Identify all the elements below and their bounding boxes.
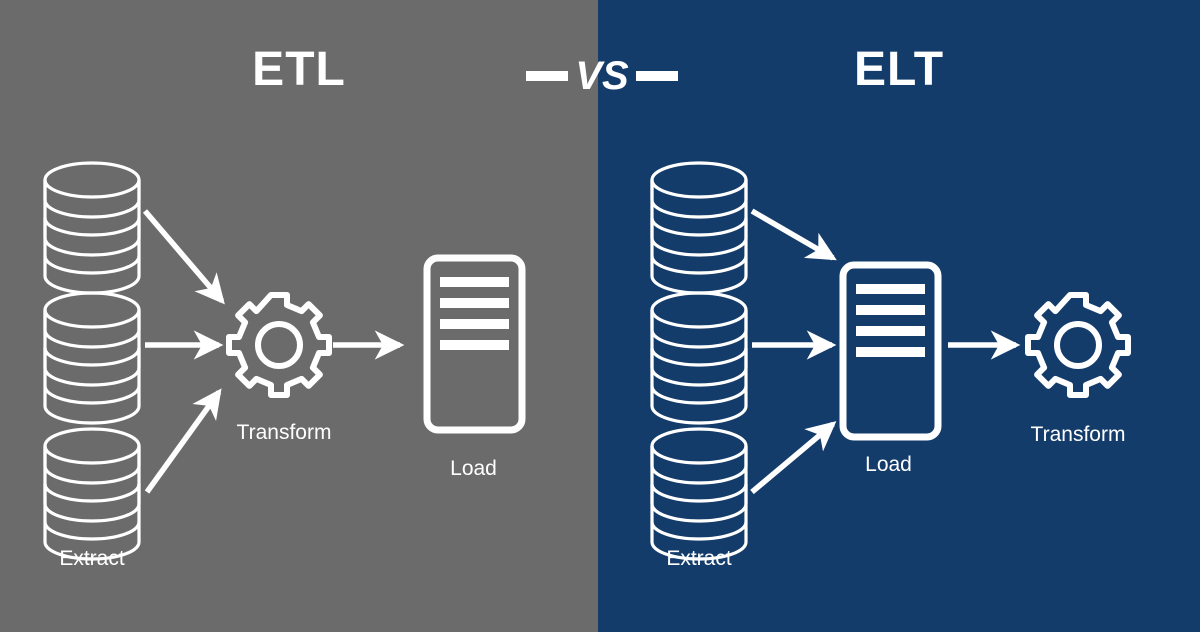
vs-divider: VS <box>516 52 688 100</box>
vs-dash-left-icon <box>526 71 569 81</box>
elt-db-bottom-icon <box>650 427 748 561</box>
elt-db-top-icon <box>650 161 748 295</box>
etl-db-bottom-icon <box>43 427 141 561</box>
etl-extract-label: Extract <box>59 547 125 570</box>
elt-transform-gear-icon <box>1028 295 1128 395</box>
etl-db-top-icon <box>43 161 141 295</box>
etl-arrow-db-bottom-to-transform <box>144 388 222 494</box>
etl-arrow-db-top-to-transform <box>142 209 225 305</box>
etl-transform-gear-icon <box>229 295 329 395</box>
elt-load-label: Load <box>865 453 912 476</box>
elt-extract-label: Extract <box>666 547 732 570</box>
etl-db-middle-icon <box>43 291 141 425</box>
etl-load-label: Load <box>450 457 497 480</box>
etl-title: ETL <box>252 43 346 96</box>
vs-label: VS <box>575 54 629 98</box>
elt-transform-label: Transform <box>1030 423 1126 446</box>
elt-arrow-db-top-to-load <box>750 208 837 261</box>
elt-db-middle-icon <box>650 291 748 425</box>
etl-panel <box>0 0 598 632</box>
elt-title: ELT <box>853 43 945 96</box>
elt-load-server-icon <box>843 265 938 437</box>
vs-dash-right-icon <box>635 71 678 81</box>
etl-load-server-icon <box>427 258 522 430</box>
etl-transform-label: Transform <box>236 421 332 444</box>
elt-panel <box>598 0 1200 632</box>
elt-arrow-db-bottom-to-load <box>750 421 837 495</box>
